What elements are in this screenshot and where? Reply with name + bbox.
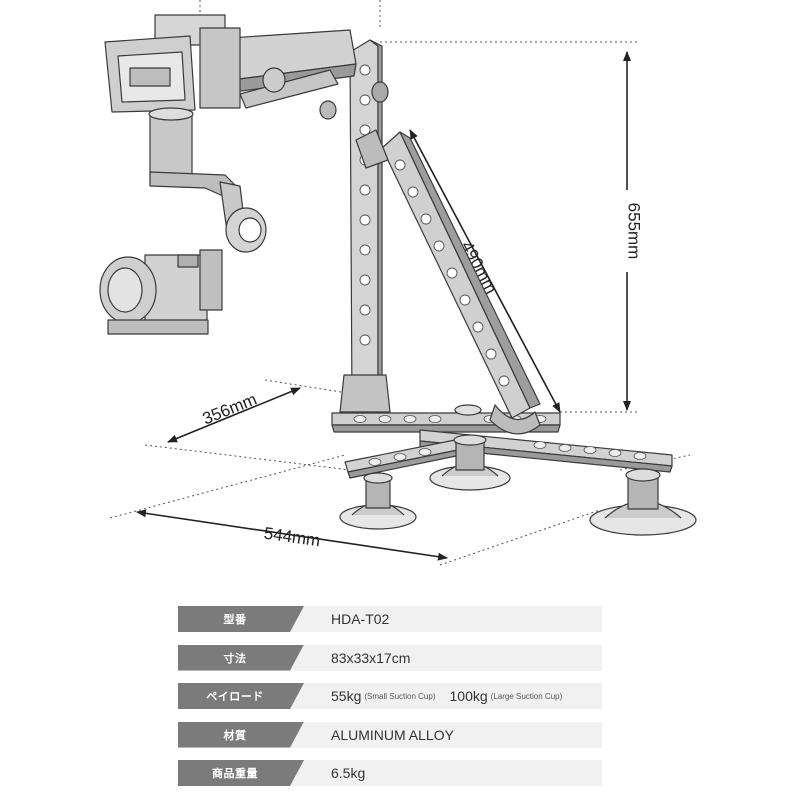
spec-key-payload: ペイロード [178,683,304,709]
payload-small-note: (Small Suction Cup) [364,691,436,701]
height-label: 655mm [625,203,644,260]
camera [99,249,223,335]
suction-cup-large [589,468,697,536]
dimensions-value: 83x33x17cm [331,649,411,666]
width-label: 544mm [263,524,322,551]
spec-row-material: 材質 ALUMINUM ALLOY [178,721,602,748]
spec-key-material: 材質 [178,722,304,748]
spec-key-dimensions: 寸法 [178,645,304,671]
material-value: ALUMINUM ALLOY [331,726,454,743]
spec-key-model: 型番 [178,606,304,632]
spec-row-dimensions: 寸法 83x33x17cm [178,644,602,671]
spec-row-payload: ペイロード 55kg (Small Suction Cup) 100kg (La… [178,683,602,709]
model-value: HDA-T02 [331,611,390,627]
spec-key-weight: 商品重量 [178,760,304,786]
suction-cup-small [339,472,417,530]
payload-large-note: (Large Suction Cup) [490,691,563,701]
weight-value: 6.5kg [331,765,366,781]
spec-value-weight: 6.5kg [331,760,365,786]
spec-value-material: ALUMINUM ALLOY [331,722,454,748]
camera-rig [99,14,697,536]
spec-value-model: HDA-T02 [331,606,389,632]
width-arrow [136,509,448,561]
product-diagram: 655mm 490mm 356mm 544mm [99,0,697,566]
vertical-pillar [339,39,391,413]
depth-label: 356mm [200,390,260,429]
spec-value-dimensions: 83x33x17cm [331,645,410,671]
gimbal [148,107,267,253]
diagonal-brace [381,131,541,435]
spec-row-weight: 商品重量 6.5kg [178,760,602,786]
payload-small-value: 55kg [331,688,362,704]
payload-large-value: 100kg [449,688,488,704]
depth-arrow [167,387,301,443]
spec-row-model: 型番 HDA-T02 [178,606,602,632]
spec-value-payload: 55kg (Small Suction Cup) 100kg (Large Su… [331,683,562,709]
spec-table: 型番 HDA-T02 寸法 83x33x17cm ペイロード 55kg (Sma… [178,606,602,799]
suction-cup-center [429,404,511,491]
arm-arrow [409,129,561,413]
horizontal-arm [229,29,389,120]
mount-head [104,14,241,113]
